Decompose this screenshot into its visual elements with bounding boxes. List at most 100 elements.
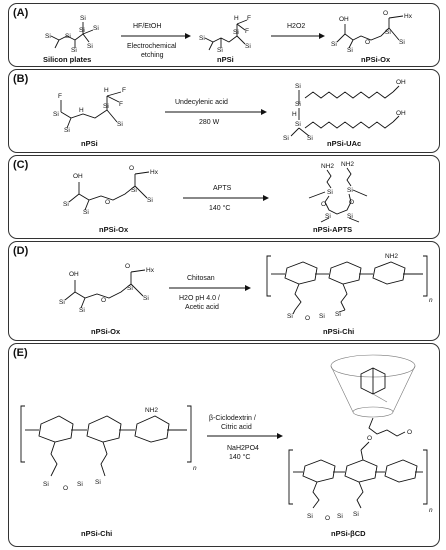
- condition: 280 W: [199, 119, 220, 126]
- product-name: nPSi-Ox: [361, 55, 391, 64]
- panel-label: (B): [13, 73, 29, 85]
- atom-o: O: [305, 315, 310, 322]
- panel-label: (D): [13, 245, 29, 257]
- atom-si: Si: [287, 313, 293, 320]
- panel-d: (D) OH Si Si O O Hx Si Si nPSi-Ox: [8, 241, 440, 341]
- arrow-head: [261, 109, 267, 115]
- atom-si: Si: [64, 127, 70, 134]
- reagent: Chitosan: [187, 275, 215, 282]
- condition: 140 °C: [229, 453, 250, 461]
- atom-si: Si: [71, 47, 77, 54]
- atom-o: O: [321, 201, 326, 208]
- atom-o: O: [125, 263, 130, 270]
- silicon-plate-structure: Si Si Si Si Si Si Si: [45, 15, 99, 54]
- atom-si: Si: [283, 135, 289, 142]
- panel-e: (E) n NH2 Si O Si Si nPSi-Ch: [8, 343, 440, 547]
- atom-si: Si: [95, 479, 101, 486]
- panel-label: (E): [13, 347, 28, 359]
- atom-h: H: [292, 111, 297, 118]
- atom-f: F: [247, 15, 251, 22]
- atom-oh: OH: [73, 173, 83, 180]
- start-name: nPSi: [81, 139, 98, 148]
- condition: NaH2PO4: [227, 445, 259, 452]
- start-name: nPSi-Chi: [81, 529, 112, 538]
- atom-f: F: [58, 93, 62, 100]
- atom-hx: Hx: [146, 267, 155, 274]
- npsi-apts-structure: NH2 NH2 Si Si O O Si Si: [308, 161, 368, 223]
- atom-si: Si: [245, 43, 251, 50]
- arrow-head: [277, 433, 283, 439]
- reagent: Undecylenic acid: [175, 99, 228, 106]
- atom-o: O: [349, 199, 354, 206]
- atom-si: Si: [79, 307, 85, 314]
- atom-si: Si: [103, 103, 109, 110]
- atom-si: Si: [199, 35, 205, 42]
- atom-si: Si: [45, 33, 51, 40]
- step2-reagent: H2O2: [287, 23, 305, 30]
- atom-si: Si: [307, 513, 313, 520]
- atom-si: Si: [325, 213, 331, 220]
- repeat-n: n: [429, 507, 433, 514]
- condition: H2O pH 4.0 /: [179, 295, 220, 302]
- atom-nh2: NH2: [145, 407, 158, 414]
- atom-f: F: [245, 28, 249, 35]
- atom-o: O: [325, 515, 330, 522]
- atom-nh2: NH2: [341, 161, 354, 168]
- atom-o: O: [383, 10, 388, 17]
- atom-si: Si: [217, 47, 223, 54]
- atom-si: Si: [147, 197, 153, 204]
- panel-label: (A): [13, 7, 29, 19]
- atom-si: Si: [295, 101, 301, 108]
- atom-h: H: [234, 15, 239, 22]
- reagent: APTS: [213, 185, 232, 192]
- atom-si: Si: [295, 121, 301, 128]
- product-name: nPSi-βCD: [331, 529, 366, 538]
- npsi-structure: Si Si Si F F H Si: [199, 15, 251, 54]
- panel-c-scheme: OH Si Si O O Hx Si Si nPSi-Ox APTS 140 °…: [63, 161, 368, 234]
- atom-si: Si: [80, 15, 86, 22]
- atom-o: O: [101, 297, 106, 304]
- cyclodextrin-cone: [330, 354, 416, 418]
- atom-si: Si: [59, 299, 65, 306]
- atom-si: Si: [53, 111, 59, 118]
- panel-e-scheme: n NH2 Si O Si Si nPSi-Chi β-Ciclodextrin…: [20, 354, 433, 538]
- atom-si: Si: [93, 25, 99, 32]
- reagent: β-Ciclodextrin /: [209, 415, 256, 422]
- atom-o: O: [105, 199, 110, 206]
- atom-si: Si: [399, 39, 405, 46]
- repeat-n: n: [193, 465, 197, 472]
- npsi-structure: F Si Si H Si H F F Si: [53, 87, 126, 134]
- start-name: nPSi-Ox: [91, 327, 121, 336]
- atom-si: Si: [65, 33, 71, 40]
- atom-o: O: [365, 39, 370, 46]
- atom-o: O: [407, 429, 412, 436]
- atom-si: Si: [117, 121, 123, 128]
- atom-si: Si: [331, 41, 337, 48]
- repeat-n: n: [429, 297, 433, 304]
- atom-si: Si: [347, 213, 353, 220]
- panel-a-scheme: Si Si Si Si Si Si Si Silicon plates HF/E…: [43, 10, 413, 64]
- atom-o: O: [367, 435, 372, 442]
- atom-oh: OH: [396, 110, 406, 117]
- npsi-chi-structure: n NH2 Si O Si Si: [266, 253, 433, 322]
- product-name: nPSi-UAc: [327, 139, 361, 148]
- atom-hx: Hx: [150, 169, 159, 176]
- atom-si: Si: [43, 481, 49, 488]
- atom-o: O: [63, 485, 68, 492]
- atom-si: Si: [307, 135, 313, 142]
- atom-si: Si: [385, 29, 391, 36]
- atom-si: Si: [233, 29, 239, 36]
- atom-si: Si: [353, 511, 359, 518]
- atom-si: Si: [79, 27, 85, 34]
- panel-a: (A) Si Si Si Si Si Si Si Silicon plates: [8, 3, 440, 67]
- arrow-head: [185, 33, 191, 39]
- atom-o: O: [129, 165, 134, 172]
- atom-h: H: [79, 107, 84, 114]
- npsi-bcd-structure: O O n Si O Si Si: [288, 354, 433, 522]
- condition: Acetic acid: [185, 304, 219, 311]
- step1-condition: etching: [141, 52, 164, 59]
- start-name: Silicon plates: [43, 55, 91, 64]
- panel-b: (B) F Si Si H Si H F F Si nPSi: [8, 69, 440, 153]
- atom-si: Si: [127, 285, 133, 292]
